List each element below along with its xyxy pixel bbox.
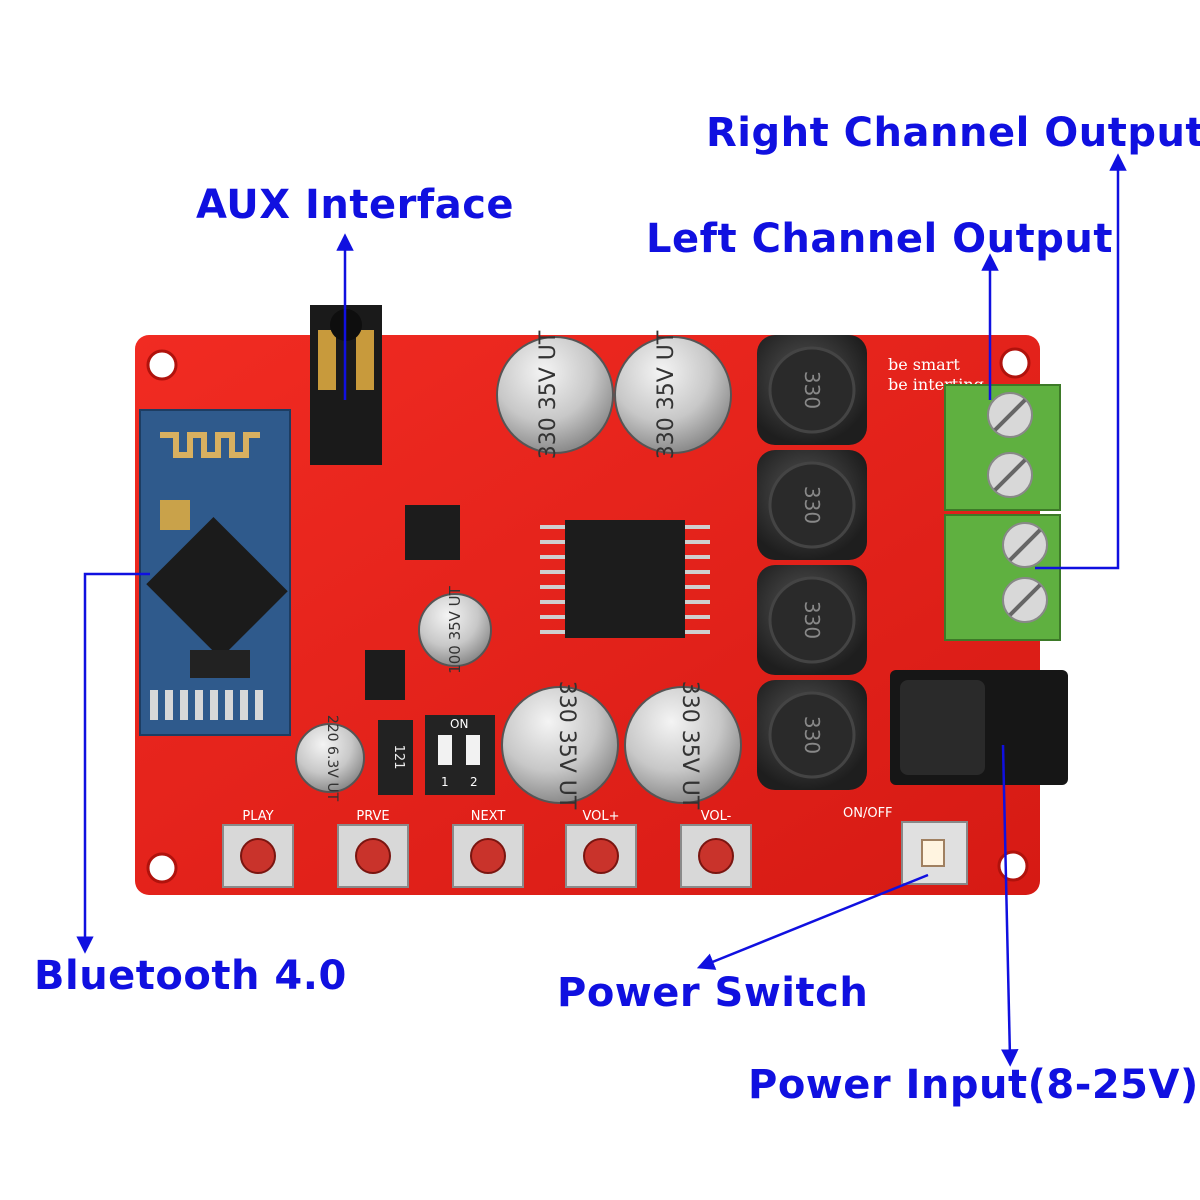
power-switch [901,821,968,885]
board-button-prve: PRVE [337,809,409,888]
inductor: 330 [757,680,867,790]
silkscreen-slogan: be smart [888,355,960,374]
capacitor: 330 35V UT [624,681,742,810]
bluetooth-arrow [76,572,150,954]
board-button-next: NEXT [452,809,524,888]
capacitor: 330 35V UT [496,330,614,459]
dip-switch-label: ON [450,717,468,731]
dip-switch-label: 1 [441,775,449,789]
svg-text:220 6.3V UT: 220 6.3V UT [324,715,340,802]
power-switch-label: ON/OFF [843,806,893,821]
amplifier-chip [565,520,685,638]
board-button-play: PLAY [222,809,294,888]
bluetooth-label: Bluetooth 4.0 [34,953,347,999]
svg-text:330 35V UT: 330 35V UT [677,681,702,810]
board-button-label: VOL+ [582,809,619,824]
right-channel-output-label: Right Channel Output [706,110,1200,156]
svg-text:330 35V UT: 330 35V UT [654,330,679,459]
mount-hole [997,850,1029,882]
aux-interface-label: AUX Interface [196,182,515,228]
capacitor: 330 35V UT [501,681,619,810]
left-channel-terminal [944,384,1061,511]
dip-switch-label: 2 [470,775,478,789]
power-input-jack [890,670,1068,785]
board-button-label: PLAY [242,809,273,824]
svg-text:330 35V UT: 330 35V UT [554,681,579,810]
svg-text:330: 330 [800,486,824,524]
capacitor: 330 35V UT [614,330,732,459]
power-switch-label-callout: Power Switch [557,970,869,1016]
mount-hole [146,349,178,381]
svg-text:100 35V UT: 100 35V UT [446,585,464,673]
board-button-label: NEXT [471,809,506,824]
svg-text:330: 330 [800,716,824,754]
inductor: 330 [757,565,867,675]
power-switch-arrow [696,873,929,970]
board-button-vol-down: VOL- [680,809,752,888]
bluetooth-module [139,409,291,736]
power-input-arrow [1001,744,1019,1067]
left-channel-output-label: Left Channel Output [646,216,1113,262]
board-button-vol-downup: VOL+ [565,809,637,888]
board-button-label: VOL- [701,809,732,824]
inductor: 330 [757,335,867,445]
power-resistor [378,720,413,795]
tiny-capacitor: 220 6.3V UT [295,715,365,802]
svg-text:330: 330 [800,371,824,409]
right-channel-terminal [944,514,1061,641]
small-capacitor: 100 35V UT [418,585,492,674]
dip-switch [425,715,495,795]
inductor: 330 [757,450,867,560]
svg-text:330: 330 [800,601,824,639]
mount-hole [146,852,178,884]
board-button-label: PRVE [356,809,389,824]
op-amp-chip [405,505,460,560]
right-channel-arrow [1035,153,1127,570]
svg-text:330 35V UT: 330 35V UT [536,330,561,459]
mount-hole [999,347,1031,379]
svg-text:121: 121 [391,745,406,770]
power-input-label: Power Input(8-25V) [748,1062,1199,1108]
regulator-chip [365,650,405,700]
